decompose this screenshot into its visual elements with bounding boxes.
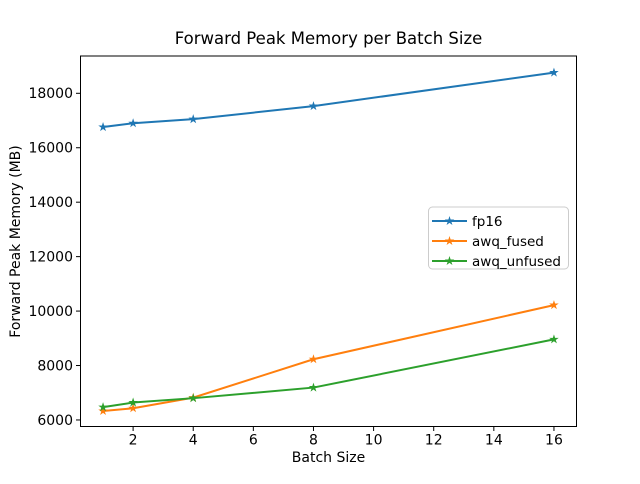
data-point-marker-awq_fused <box>308 354 319 364</box>
data-point-marker-fp16 <box>98 122 108 132</box>
x-tick-label: 12 <box>425 433 443 449</box>
x-tick-label: 2 <box>129 433 138 449</box>
legend-sample-marker-fp16 <box>444 216 455 226</box>
data-point-marker-awq_unfused <box>308 382 319 392</box>
legend-sample-marker-awq_fused <box>444 236 455 246</box>
legend-label-awq-unfused: awq_unfused <box>472 254 561 270</box>
x-axis-label: Batch Size <box>292 450 365 466</box>
legend-sample-marker-awq_unfused <box>444 256 455 266</box>
legend: fp16 awq_fused awq_unfused <box>428 206 569 270</box>
data-point-marker-awq_fused <box>549 300 559 310</box>
x-tick-label: 8 <box>309 433 318 449</box>
y-axis-label: Forward Peak Memory (MB) <box>8 145 24 337</box>
series-line-awq_fused <box>102 304 555 412</box>
data-point-marker-awq_unfused <box>549 334 559 344</box>
x-tick-label: 4 <box>189 433 198 449</box>
legend-label-awq-fused: awq_fused <box>472 234 544 250</box>
data-point-marker-awq_fused <box>128 403 138 413</box>
x-tick-label: 10 <box>365 433 383 449</box>
data-point-marker-awq_unfused <box>128 397 138 407</box>
legend-label-fp16: fp16 <box>472 214 503 230</box>
y-tick-label: 14000 <box>28 195 73 211</box>
data-point-marker-awq_unfused <box>188 393 198 403</box>
plot-area: 2 4 6 8 10 12 14 16 6000 8000 10000 12000 14000 16000… <box>28 67 563 449</box>
y-tick-label: 6000 <box>37 413 73 429</box>
data-point-marker-fp16 <box>308 101 319 111</box>
legend-samples <box>432 216 467 266</box>
y-tick-label: 8000 <box>37 358 73 374</box>
data-point-marker-awq_fused <box>98 405 108 416</box>
x-tick-label: 6 <box>249 433 258 449</box>
y-tick-label: 12000 <box>28 249 73 265</box>
data-point-marker-awq_unfused <box>98 402 108 412</box>
series-line-fp16 <box>102 71 555 129</box>
y-tick-label: 16000 <box>28 141 73 157</box>
legend-frame <box>428 206 569 270</box>
x-tick-label: 14 <box>485 433 503 449</box>
series-line-awq_unfused <box>102 338 555 409</box>
data-point-marker-fp16 <box>549 67 559 77</box>
x-tick-label: 16 <box>545 433 563 449</box>
y-tick-label: 18000 <box>28 86 73 102</box>
chart-title: Forward Peak Memory per Batch Size <box>175 29 483 48</box>
data-point-marker-fp16 <box>188 114 198 124</box>
data-point-marker-fp16 <box>128 118 138 128</box>
plot-border <box>80 55 577 427</box>
y-tick-label: 10000 <box>28 304 73 320</box>
